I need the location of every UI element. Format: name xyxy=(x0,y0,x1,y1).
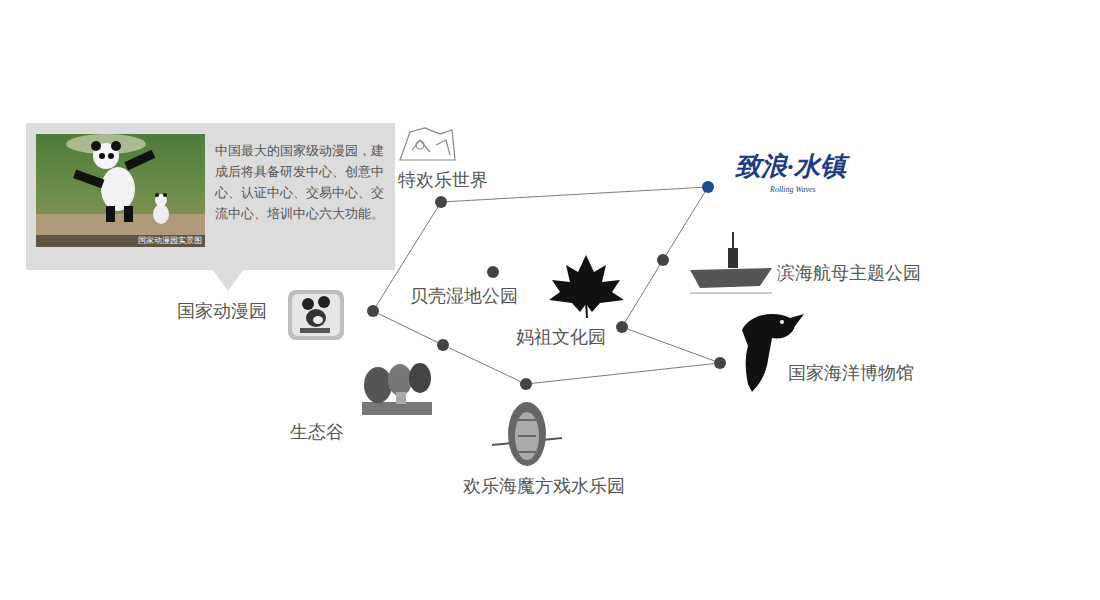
route-line xyxy=(628,329,715,361)
location-dot: 妈祖文化园 xyxy=(616,321,628,333)
place-label: 妈祖文化园 xyxy=(516,326,606,348)
location-dot: 贝壳湿地公园 xyxy=(487,266,499,278)
boat-icon xyxy=(492,402,562,466)
location-dot: 滨海航母主题公园 xyxy=(657,254,669,266)
callout-box: 中国最大的国家级动漫园，建成后将具备研发中心、创意中心、认证中心、交易中心、交流… xyxy=(26,123,395,270)
route-line xyxy=(532,364,714,384)
leaf-icon xyxy=(549,255,624,318)
logo-subtitle: Rolling Waves xyxy=(770,185,816,195)
place-label: 贝壳湿地公园 xyxy=(410,285,518,307)
route-line xyxy=(666,192,705,255)
location-dot: 国家动漫园 xyxy=(367,305,379,317)
tree-icon xyxy=(362,363,432,415)
callout-text: 中国最大的国家级动漫园，建成后将具备研发中心、创意中心、认证中心、交易中心、交流… xyxy=(215,140,387,224)
place-label: 国家海洋博物馆 xyxy=(788,362,914,384)
location-dot: 致浪·水镇Rolling Waves xyxy=(702,181,714,193)
carrier-icon xyxy=(690,232,772,293)
callout-pointer xyxy=(213,270,243,291)
location-dot: 生态谷 xyxy=(437,339,449,351)
park-icon xyxy=(400,128,455,160)
location-dot: 欢乐海魔方戏水乐园 xyxy=(520,378,532,390)
place-label: 滨海航母主题公园 xyxy=(777,262,921,284)
place-label: 欢乐海魔方戏水乐园 xyxy=(463,475,625,497)
cartoon-icon xyxy=(288,290,344,340)
route-line xyxy=(378,314,437,343)
place-label: 致浪·水镇 xyxy=(735,152,846,182)
route-line xyxy=(625,265,660,322)
location-dot: 国家海洋博物馆 xyxy=(714,357,726,369)
place-label: 生态谷 xyxy=(290,421,344,443)
photo-caption: 国家动漫园实景图 xyxy=(138,236,202,246)
location-dot: 特欢乐世界 xyxy=(435,196,447,208)
place-label: 特欢乐世界 xyxy=(398,169,488,191)
route-line xyxy=(448,348,520,382)
place-label: 国家动漫园 xyxy=(177,300,267,322)
photo-illustration xyxy=(36,134,205,247)
